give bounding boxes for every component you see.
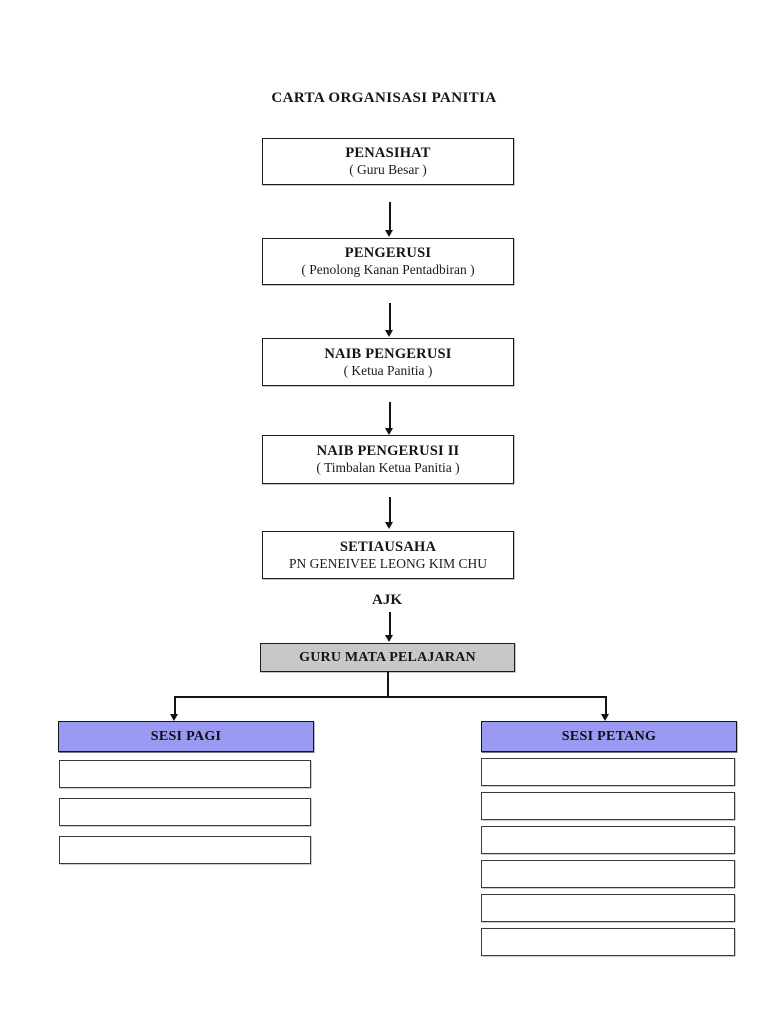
empty-member-box: [481, 860, 735, 888]
empty-member-box: [59, 798, 311, 826]
org-box-naib-pengerusi-ii: NAIB PENGERUSI II ( Timbalan Ketua Panit…: [262, 435, 514, 484]
org-box-setiausaha: SETIAUSAHA PN GENEIVEE LEONG KIM CHU: [262, 531, 514, 579]
arrow-down-icon: [385, 428, 393, 435]
connector-line: [174, 696, 176, 714]
pagi-member-slots: [59, 760, 311, 874]
empty-member-box: [481, 792, 735, 820]
org-box-penasihat-subtitle: ( Guru Besar ): [349, 162, 427, 178]
ajk-label: AJK: [372, 592, 402, 608]
empty-member-box: [59, 836, 311, 864]
session-header-pagi-label: SESI PAGI: [150, 728, 222, 744]
empty-member-box: [481, 758, 735, 786]
arrow-down-icon: [385, 635, 393, 642]
empty-member-box: [481, 928, 735, 956]
session-header-pagi: SESI PAGI: [58, 721, 314, 752]
org-box-penasihat: PENASIHAT ( Guru Besar ): [262, 138, 514, 185]
session-header-petang: SESI PETANG: [481, 721, 737, 752]
org-box-naib-pengerusi-ii-subtitle: ( Timbalan Ketua Panitia ): [316, 460, 460, 476]
org-box-guru-mata-pelajaran-label: GURU MATA PELAJARAN: [299, 649, 476, 665]
connector-line: [389, 202, 391, 230]
org-box-pengerusi-title: PENGERUSI: [344, 245, 432, 261]
org-box-naib-pengerusi-title: NAIB PENGERUSI: [324, 345, 452, 362]
connector-line: [389, 402, 391, 428]
empty-member-box: [481, 894, 735, 922]
page-title: CARTA ORGANISASI PANITIA: [271, 90, 497, 106]
empty-member-box: [481, 826, 735, 854]
connector-line: [389, 303, 391, 330]
org-box-pengerusi-subtitle: ( Penolong Kanan Pentadbiran ): [301, 262, 475, 278]
petang-member-slots: [481, 758, 735, 962]
arrow-down-icon: [601, 714, 609, 721]
arrow-down-icon: [385, 330, 393, 337]
connector-line: [389, 497, 391, 522]
org-box-guru-mata-pelajaran: GURU MATA PELAJARAN: [260, 643, 515, 672]
org-box-setiausaha-subtitle: PN GENEIVEE LEONG KIM CHU: [289, 555, 487, 571]
connector-line: [387, 671, 389, 697]
org-box-penasihat-title: PENASIHAT: [345, 145, 431, 161]
org-box-naib-pengerusi-ii-title: NAIB PENGERUSI II: [316, 443, 460, 459]
org-box-pengerusi: PENGERUSI ( Penolong Kanan Pentadbiran ): [262, 238, 514, 285]
connector-line: [389, 612, 391, 635]
org-box-naib-pengerusi: NAIB PENGERUSI ( Ketua Panitia ): [262, 338, 514, 386]
org-box-naib-pengerusi-subtitle: ( Ketua Panitia ): [343, 362, 433, 378]
arrow-down-icon: [385, 522, 393, 529]
empty-member-box: [59, 760, 311, 788]
connector-line: [605, 696, 607, 714]
org-box-setiausaha-title: SETIAUSAHA: [339, 538, 437, 555]
arrow-down-icon: [385, 230, 393, 237]
session-header-petang-label: SESI PETANG: [561, 728, 657, 744]
arrow-down-icon: [170, 714, 178, 721]
connector-line: [174, 696, 606, 698]
